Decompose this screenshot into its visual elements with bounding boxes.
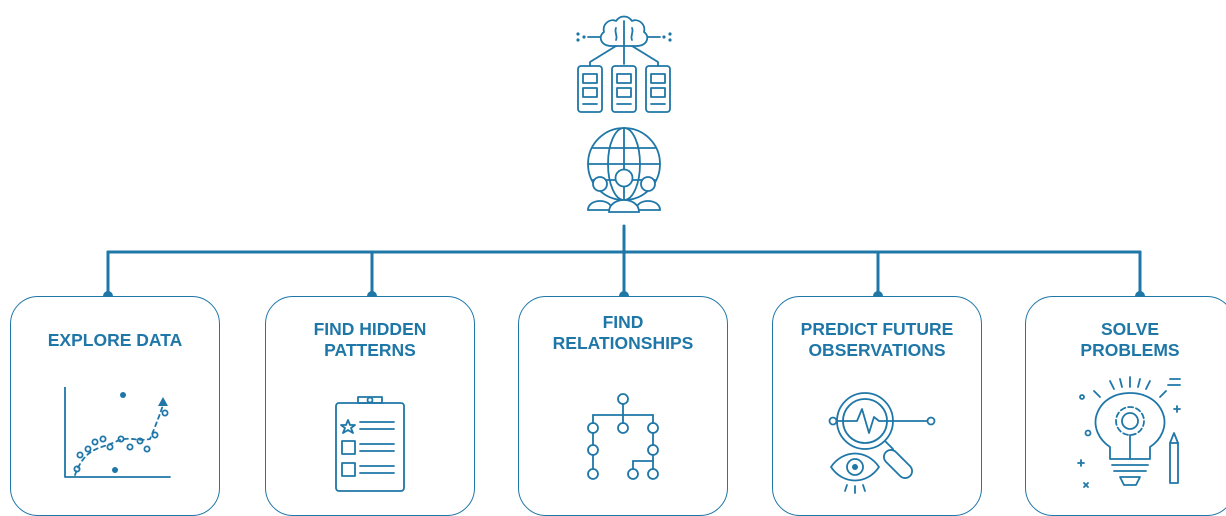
card-title: SOLVE PROBLEMS: [1080, 319, 1180, 360]
lightbulb-gear-icon: [1077, 376, 1181, 488]
clipboard-checklist-icon: [335, 396, 405, 492]
card-title: FIND HIDDEN PATTERNS: [313, 319, 427, 360]
global-users-icon: [587, 127, 661, 213]
eye-magnifier-pulse-icon: [828, 392, 936, 494]
card-predict-future-observations: PREDICT FUTURE OBSERVATIONS: [772, 296, 982, 516]
scatter-trend-chart-icon: [64, 387, 171, 478]
card-find-relationships: FIND RELATIONSHIPS: [518, 296, 728, 516]
card-explore-data: EXPLORE DATA: [10, 296, 220, 516]
card-title: FIND RELATIONSHIPS: [552, 312, 694, 353]
brain-network-icon: [576, 15, 672, 113]
card-find-hidden-patterns: FIND HIDDEN PATTERNS: [265, 296, 475, 516]
card-title: EXPLORE DATA: [47, 330, 183, 350]
card-solve-problems: SOLVE PROBLEMS: [1025, 296, 1226, 516]
card-title: PREDICT FUTURE OBSERVATIONS: [800, 319, 954, 360]
node-tree-icon: [587, 393, 659, 480]
